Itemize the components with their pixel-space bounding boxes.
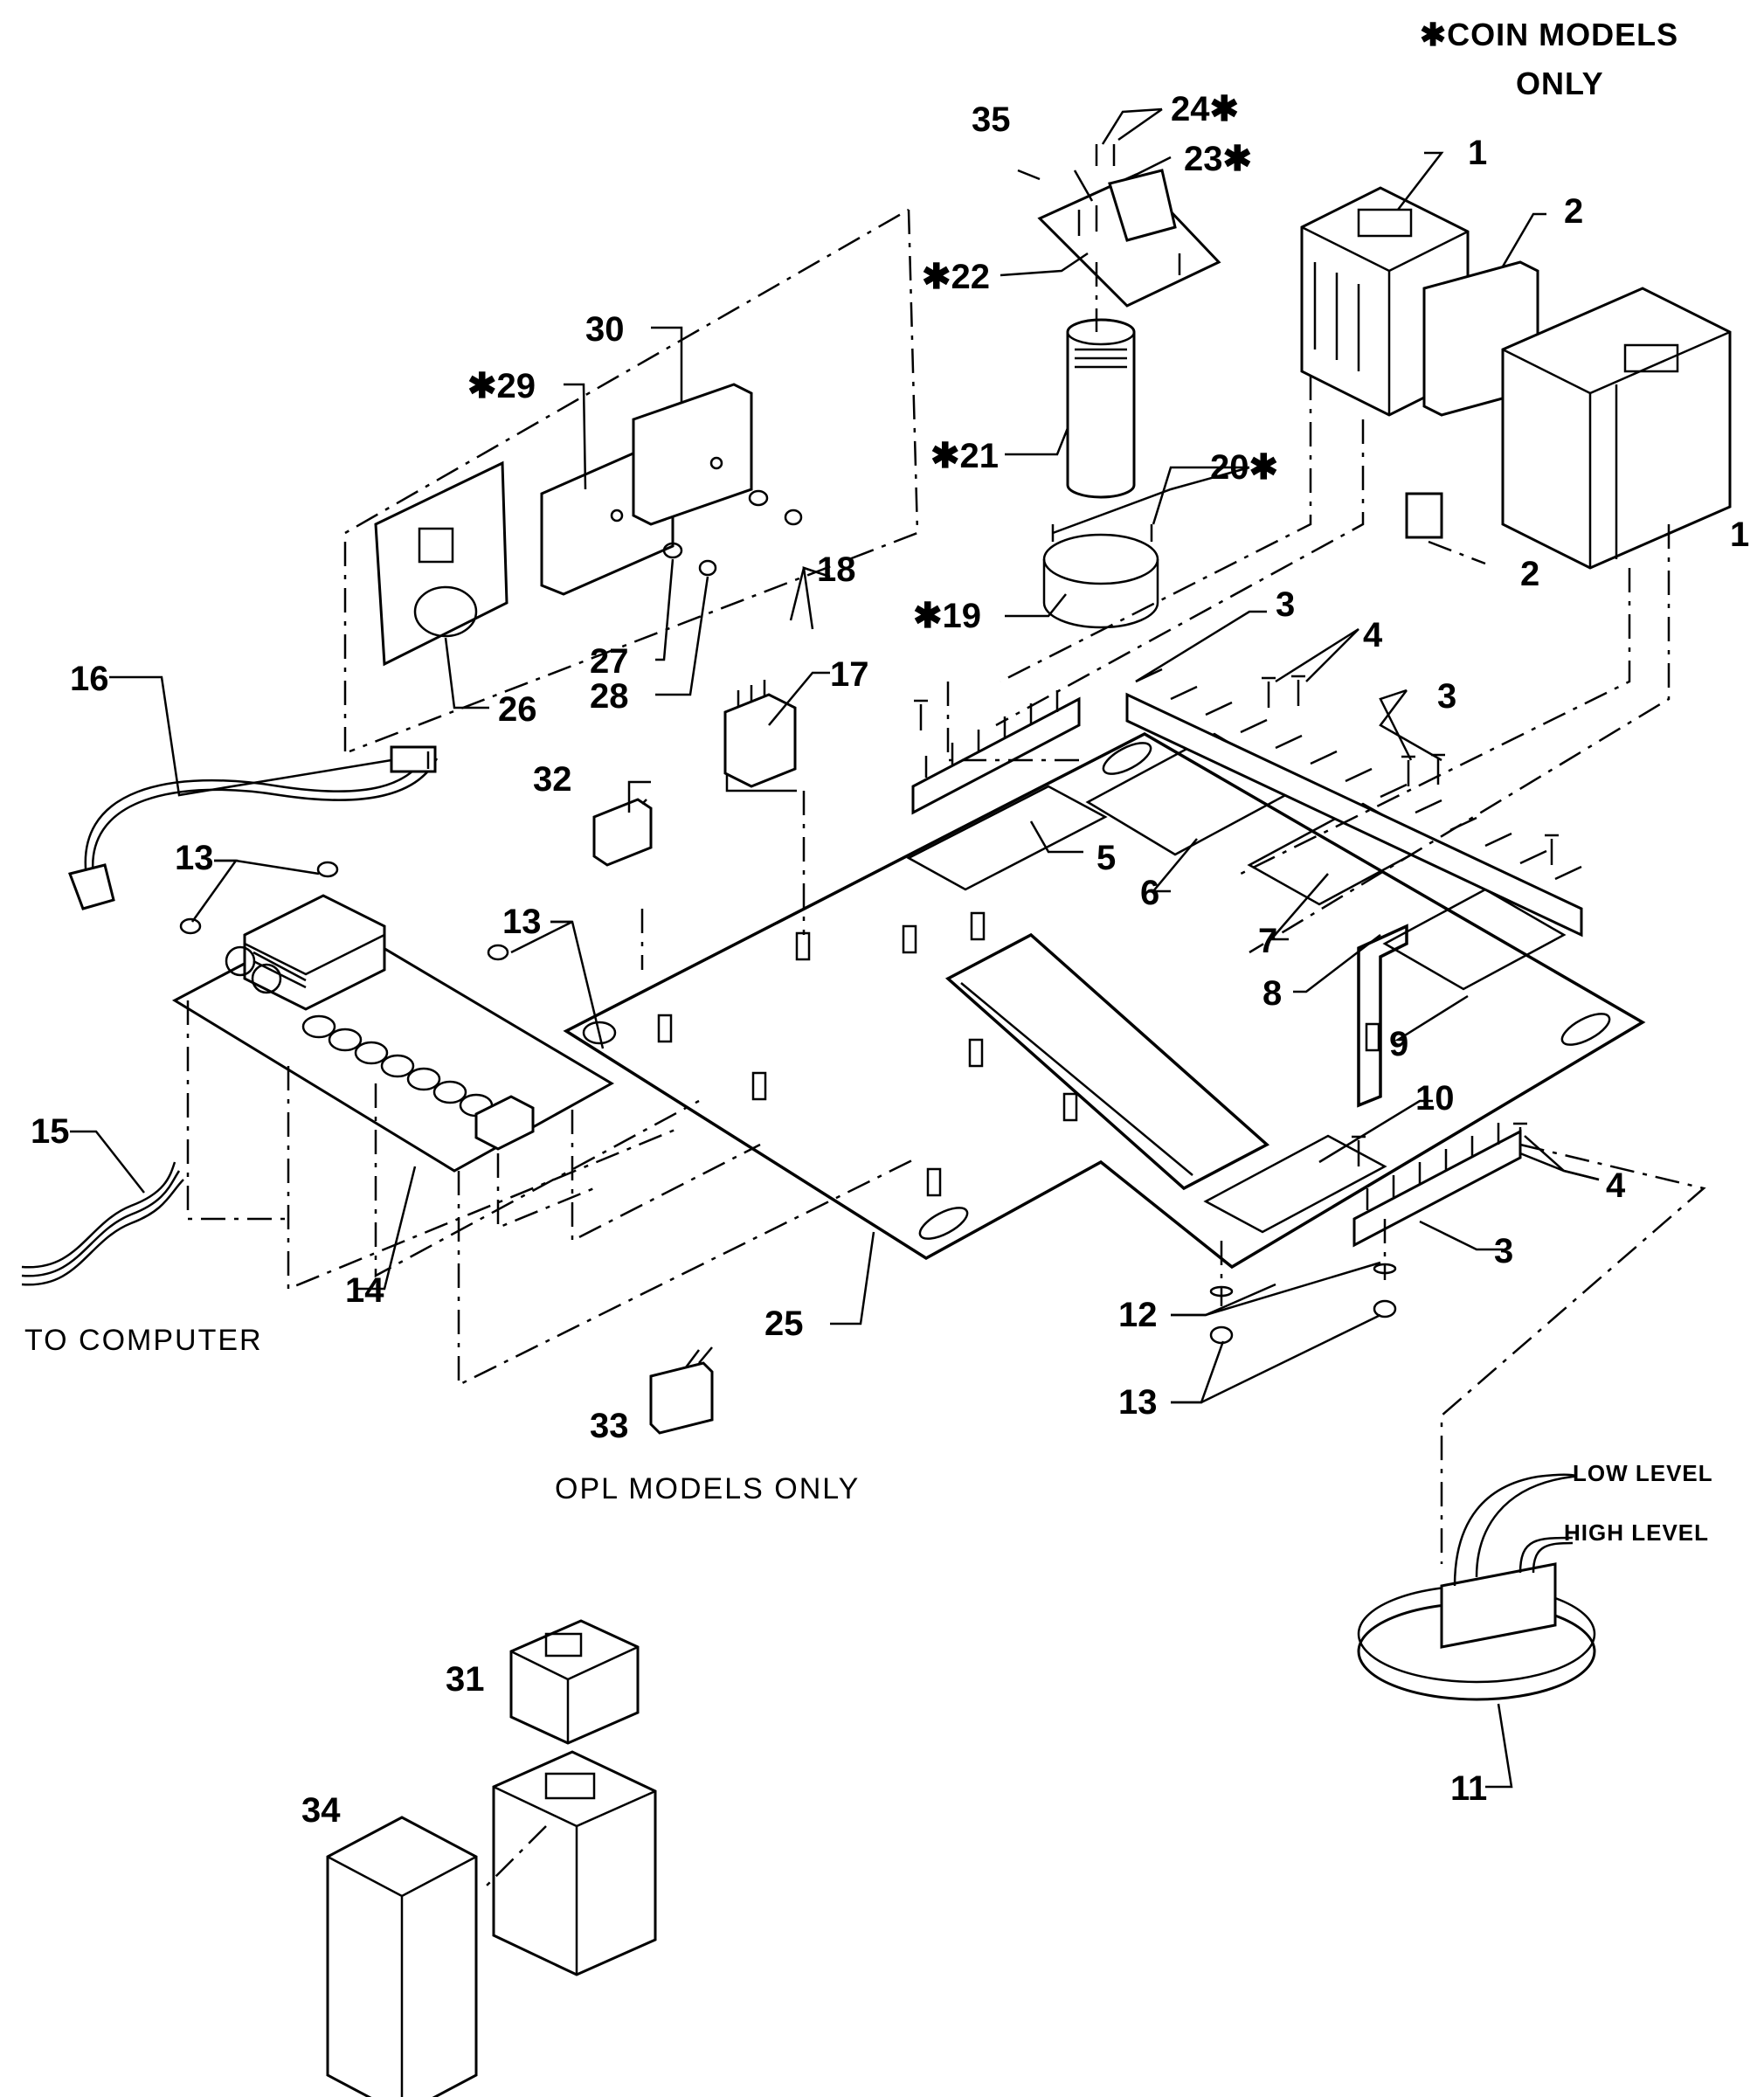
callout-24: 24✱ [1171, 90, 1239, 128]
callout-30: 30 [585, 310, 625, 349]
callout-1-top: 1 [1468, 134, 1487, 172]
terminal-strip-front [1352, 1123, 1522, 1248]
callout-17: 17 [830, 655, 869, 694]
screws [914, 675, 1559, 1166]
callout-32: 32 [533, 760, 572, 799]
coin-models-note-line1: ✱COIN MODELS [1420, 17, 1678, 52]
callout-6: 6 [1140, 874, 1159, 912]
callout-19: ✱19 [913, 597, 981, 635]
low-level-label: LOW LEVEL [1573, 1460, 1713, 1486]
to-computer-note: TO COMPUTER [24, 1324, 263, 1357]
high-level-label: HIGH LEVEL [1564, 1519, 1709, 1546]
ribbon-cable-15 [21, 1161, 184, 1286]
callout-13-front: 13 [1118, 1383, 1158, 1422]
callout-3-rear: 3 [1276, 585, 1295, 624]
callout-25: 25 [764, 1305, 804, 1343]
callout-15: 15 [31, 1112, 70, 1151]
callout-2-lower: 2 [1520, 555, 1539, 593]
assembly-guide-lines [186, 208, 1706, 1888]
base-plate [563, 732, 1646, 1270]
terminal-strip-rear [1125, 668, 1583, 938]
callout-20: 20✱ [1210, 448, 1278, 487]
terminal-strip-left [911, 690, 1081, 815]
callout-4-top: 4 [1363, 616, 1383, 654]
callout-labels: 1 1 2 2 3 3 3 4 4 5 6 7 8 9 10 11 12 13 … [31, 90, 1749, 1830]
pressure-switch-11 [1357, 1473, 1596, 1701]
leader-lines [70, 107, 1600, 1789]
callout-27: 27 [590, 642, 629, 681]
callout-35: 35 [972, 100, 1011, 139]
contactor-lower-pair [1501, 287, 1732, 570]
callout-14: 14 [345, 1271, 384, 1310]
callout-21: ✱21 [930, 437, 999, 475]
washers-27-28 [662, 489, 803, 577]
callout-33: 33 [590, 1407, 629, 1445]
bridge-rectifier-33 [649, 1346, 714, 1435]
callout-2-top: 2 [1564, 192, 1583, 231]
callout-13-mid: 13 [502, 903, 542, 941]
callout-34: 34 [301, 1791, 341, 1830]
capacitor-bracket [1042, 524, 1159, 629]
filter-32 [592, 798, 653, 867]
callout-4-front: 4 [1606, 1166, 1626, 1205]
callout-28: 28 [590, 677, 629, 716]
coin-models-note-line2: ONLY [1516, 66, 1604, 101]
mounting-plate-26 [374, 460, 508, 667]
callout-7: 7 [1258, 922, 1277, 960]
header-note: ✱COIN MODELS ONLY [1420, 17, 1678, 101]
callout-23: 23✱ [1184, 140, 1252, 178]
callout-3-front: 3 [1494, 1232, 1513, 1270]
contactor-31 [509, 1619, 640, 1745]
timer-module-30 [632, 383, 753, 526]
callout-10: 10 [1415, 1079, 1455, 1118]
coin-capacitor [1066, 318, 1136, 499]
relay-17 [723, 680, 797, 792]
control-board-14 [171, 894, 615, 1173]
callout-12: 12 [1118, 1296, 1158, 1334]
callout-9: 9 [1389, 1025, 1408, 1063]
wiring-harness-16 [68, 745, 439, 910]
callout-11: 11 [1450, 1769, 1487, 1808]
callout-13-board: 13 [175, 839, 214, 877]
callout-5: 5 [1096, 839, 1116, 877]
coin-relay-board [1017, 144, 1221, 308]
callout-29: ✱29 [467, 367, 536, 405]
callout-3-right: 3 [1437, 677, 1456, 716]
callout-22: ✱22 [922, 258, 990, 296]
callout-16: 16 [70, 660, 109, 698]
contactor-34 [326, 1750, 657, 2097]
callout-18: 18 [817, 550, 856, 589]
opl-models-note: OPL MODELS ONLY [555, 1472, 860, 1505]
callout-1-right: 1 [1730, 516, 1749, 554]
callout-26: 26 [498, 690, 537, 729]
callout-31: 31 [446, 1660, 485, 1699]
callout-8: 8 [1262, 974, 1282, 1013]
